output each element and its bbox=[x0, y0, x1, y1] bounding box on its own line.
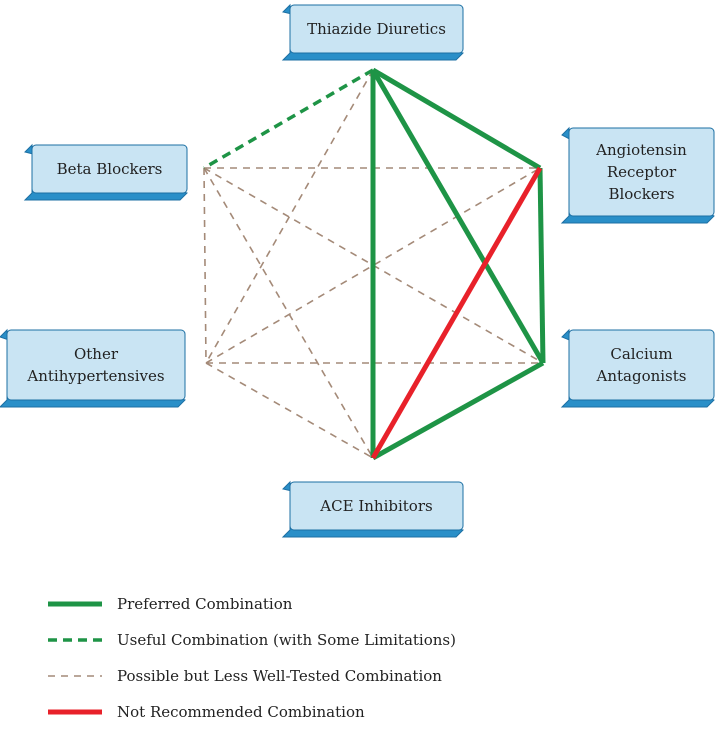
edge-thiazide-calcium bbox=[370, 68, 546, 365]
edge-thiazide-arb bbox=[371, 67, 542, 171]
box-face bbox=[289, 481, 464, 531]
edge-thiazide-beta bbox=[203, 68, 374, 170]
legend-label: Useful Combination (with Some Limitation… bbox=[117, 631, 456, 649]
combination-diagram: Thiazide DiureticsAngiotensinReceptorBlo… bbox=[0, 3, 715, 538]
node-label: Receptor bbox=[607, 163, 677, 181]
box-face bbox=[568, 329, 715, 401]
node-label: Beta Blockers bbox=[57, 160, 163, 178]
legend-swatch bbox=[48, 709, 102, 715]
legend-swatch bbox=[48, 601, 102, 607]
legend-swatch bbox=[48, 675, 102, 677]
node-label: Other bbox=[74, 345, 119, 363]
edge-beta-other bbox=[203, 167, 207, 364]
node-label: Thiazide Diuretics bbox=[307, 20, 446, 38]
edge-thiazide-other bbox=[205, 69, 374, 364]
box-face bbox=[568, 127, 715, 217]
node-label: Antagonists bbox=[596, 367, 687, 385]
legend-label: Preferred Combination bbox=[117, 595, 293, 613]
legend-label: Not Recommended Combination bbox=[117, 703, 365, 721]
node-label: Blockers bbox=[608, 185, 674, 203]
node-label: ACE Inhibitors bbox=[319, 497, 432, 515]
edge-arb-ace bbox=[370, 166, 543, 460]
box-face bbox=[6, 329, 186, 401]
node-ace: ACE Inhibitors bbox=[281, 480, 464, 538]
node-label: Antihypertensives bbox=[26, 367, 164, 385]
box-face bbox=[31, 144, 188, 194]
node-label: Angiotensin bbox=[595, 141, 687, 159]
edge-arb-calcium bbox=[537, 167, 546, 364]
node-thiazide: Thiazide Diuretics bbox=[281, 3, 464, 61]
edge-beta-ace bbox=[203, 167, 374, 459]
edge-other-ace bbox=[205, 362, 374, 459]
edge-calcium-ace bbox=[371, 360, 545, 461]
legend-label: Possible but Less Well-Tested Combinatio… bbox=[117, 667, 442, 685]
node-beta: Beta Blockers bbox=[23, 143, 188, 201]
box-face bbox=[289, 4, 464, 54]
node-label: Calcium bbox=[610, 345, 672, 363]
legend-swatch bbox=[48, 638, 102, 642]
